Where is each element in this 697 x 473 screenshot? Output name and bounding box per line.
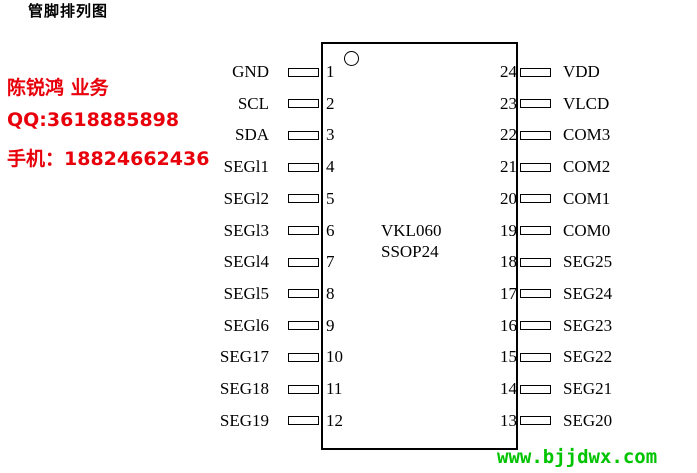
pin-number: 15 — [500, 347, 517, 367]
pin-number: 4 — [326, 157, 335, 177]
pin-name: COM0 — [563, 220, 611, 240]
pin-number: 22 — [500, 125, 517, 145]
diagram-title: 管脚排列图 — [28, 2, 109, 20]
pin-number: 19 — [500, 220, 517, 240]
pin-name: COM3 — [563, 125, 611, 145]
pin-number: 12 — [326, 410, 343, 430]
pin-number: 20 — [500, 188, 517, 208]
pin-name: COM1 — [563, 188, 611, 208]
pin-lead — [520, 99, 551, 109]
chip-package: SSOP24 — [381, 242, 439, 261]
pin-name: SEG18 — [219, 379, 269, 398]
pin-number: 21 — [500, 157, 517, 177]
pin-lead — [520, 416, 551, 426]
pin-name: SEG19 — [219, 410, 269, 430]
pin-number: 10 — [326, 347, 343, 367]
pin-lead — [288, 257, 319, 267]
contact-qq: QQ:3618885898 — [7, 109, 180, 131]
pin-number: 7 — [326, 252, 335, 272]
pin-number: 18 — [500, 252, 517, 272]
pin-number: 17 — [500, 283, 517, 303]
pin-name: SEGl1 — [223, 157, 269, 177]
pin-lead — [288, 384, 319, 394]
pin-number: 6 — [326, 220, 335, 240]
pin-number: 13 — [500, 410, 517, 430]
pin-name: SEG24 — [563, 283, 613, 303]
chip-body: VKL060 SSOP24 — [321, 42, 518, 450]
pin-number: 2 — [326, 93, 335, 113]
pin-name: VLCD — [563, 93, 610, 113]
pin-number: 16 — [500, 315, 517, 335]
pin1-marker-icon — [344, 51, 359, 66]
pin-lead — [288, 99, 319, 109]
pin-lead — [288, 352, 319, 362]
pin-lead — [288, 226, 319, 235]
pin-name: SEGl5 — [223, 283, 269, 303]
pin-name: SCL — [237, 93, 269, 113]
pin-lead — [520, 257, 551, 267]
pin-lead — [520, 162, 551, 172]
pin-lead — [288, 289, 319, 299]
pin-name: SEG20 — [563, 410, 613, 430]
pin-number: 14 — [500, 379, 517, 398]
pin-lead — [288, 321, 319, 331]
pin-number: 23 — [500, 93, 517, 113]
pin-lead — [520, 67, 551, 77]
pin-number: 9 — [326, 315, 335, 335]
pin-number: 8 — [326, 283, 335, 303]
pin-lead — [520, 352, 551, 362]
pin-number: 3 — [326, 125, 335, 145]
pin-name: SEG22 — [563, 347, 613, 367]
pin-number: 1 — [326, 62, 335, 81]
contact-phone: 手机：18824662436 — [7, 148, 210, 170]
pin-lead — [520, 130, 551, 140]
pin-name: SEGl2 — [223, 188, 269, 208]
pin-name: SEGl4 — [223, 252, 269, 272]
pin-name: SEG21 — [563, 379, 613, 398]
chip-model: VKL060 — [381, 221, 442, 240]
pin-name: SEG25 — [563, 252, 613, 272]
pin-lead — [520, 289, 551, 299]
pin-name: SEGl6 — [223, 315, 269, 335]
pin-lead — [288, 130, 319, 140]
pin-lead — [288, 162, 319, 172]
pin-name: SEG23 — [563, 315, 613, 335]
pin-lead — [288, 416, 319, 426]
pin-name: SEG17 — [219, 347, 269, 367]
chip-label: VKL060 SSOP24 — [381, 220, 441, 262]
pin-lead — [520, 321, 551, 331]
pin-number: 5 — [326, 188, 335, 208]
website-watermark: www.bjjdwx.com — [497, 446, 658, 468]
pin-number: 11 — [326, 379, 343, 398]
pin-name: COM2 — [563, 157, 611, 177]
pin-name: VDD — [563, 62, 600, 81]
pin-lead — [520, 226, 551, 235]
pin-lead — [520, 194, 551, 204]
pin-lead — [288, 194, 319, 204]
pin-name: SEGl3 — [223, 220, 269, 240]
pin-lead — [520, 384, 551, 394]
pin-name: SDA — [234, 125, 269, 145]
contact-name: 陈锐鸿 业务 — [7, 77, 109, 99]
pin-name: GND — [232, 62, 269, 81]
pin-lead — [288, 67, 319, 77]
pin-number: 24 — [500, 62, 517, 81]
